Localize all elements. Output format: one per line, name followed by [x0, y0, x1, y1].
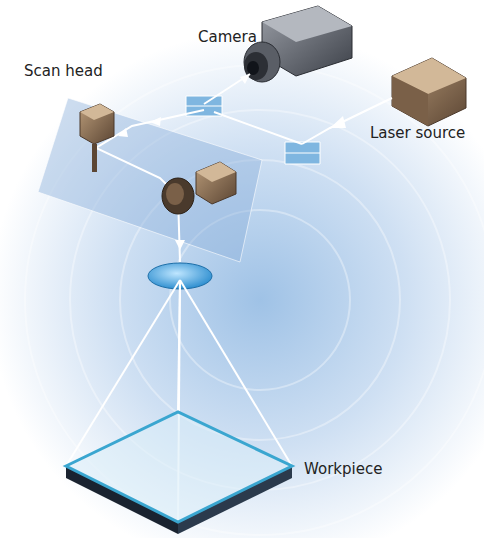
galvo-motor [80, 104, 114, 172]
beam-path [96, 74, 392, 262]
beam-splitter [285, 142, 320, 164]
laser-source-symbol [392, 58, 466, 126]
part-label: Camera [198, 28, 257, 46]
part-label: Scan head [24, 62, 103, 80]
glow-rings [25, 65, 484, 535]
background-glow [0, 30, 484, 538]
beam-arrowheads [118, 74, 346, 250]
camera-symbol [244, 6, 352, 82]
part-label: Laser source [370, 124, 465, 142]
workpiece-plate [66, 412, 292, 534]
galvo-motor [162, 162, 236, 214]
part-label: Workpiece [304, 460, 382, 478]
scan-head-housing [38, 98, 262, 262]
